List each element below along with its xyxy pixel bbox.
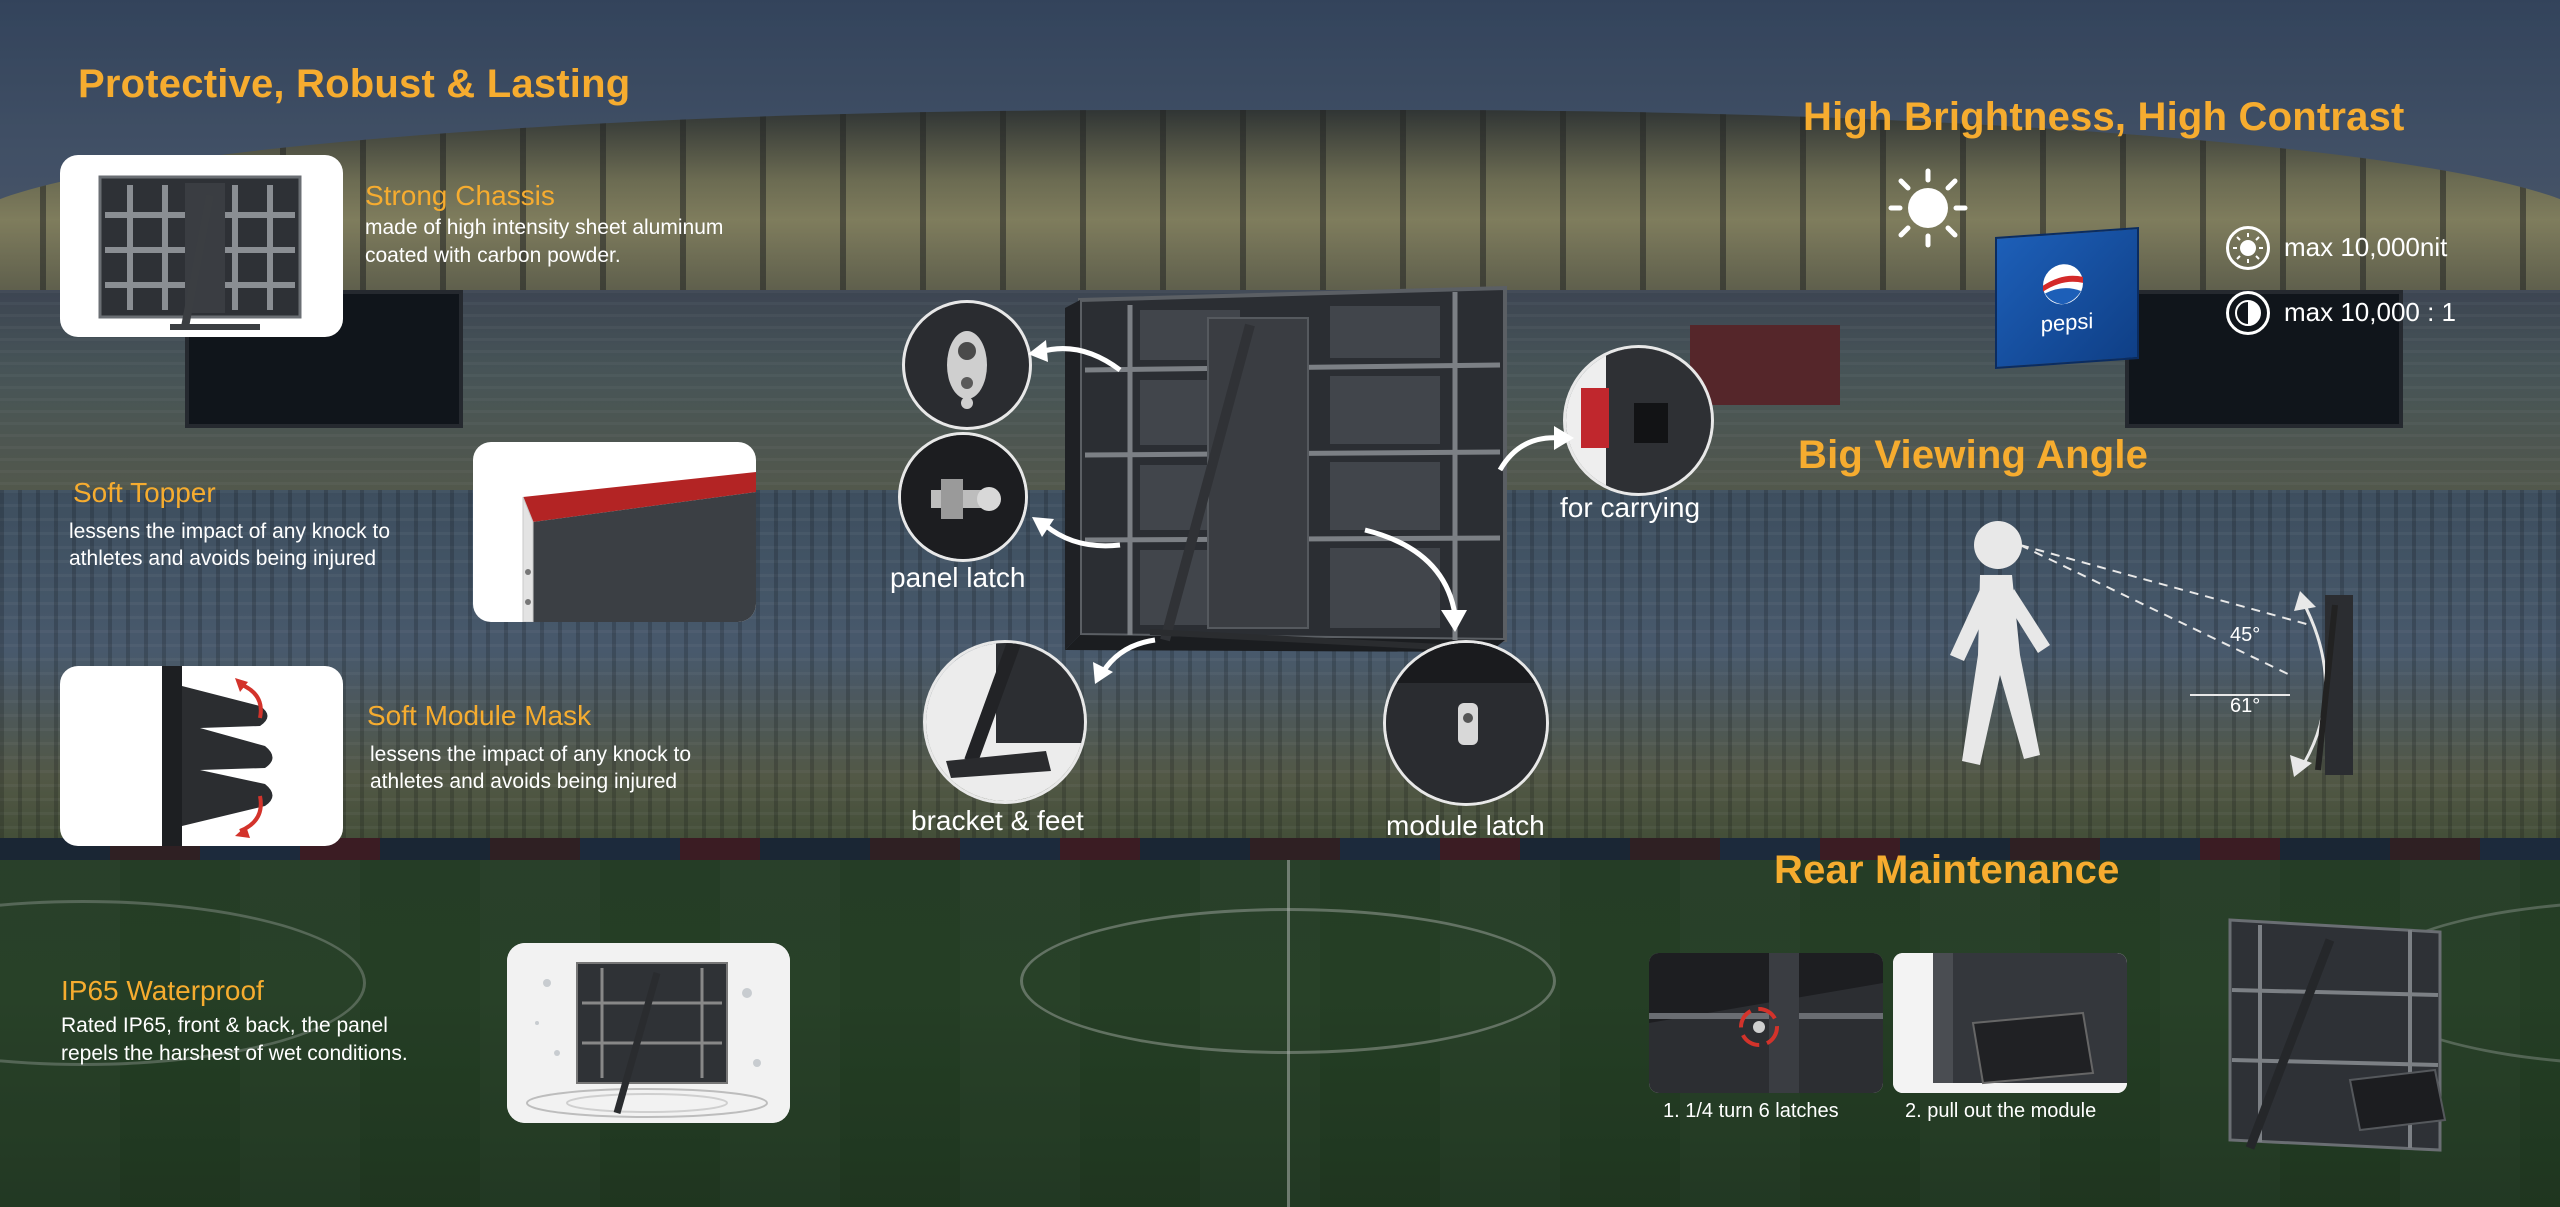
- strong-chassis-image: [60, 155, 343, 337]
- topper-edge-icon: [522, 472, 756, 622]
- strong-chassis-desc-line1: made of high intensity sheet aluminum: [365, 216, 724, 239]
- soft-topper-desc-line2: athletes and avoids being injured: [69, 547, 377, 570]
- carry-handle-detail: [1563, 345, 1714, 496]
- pepsi-logo-icon: [2043, 264, 2083, 305]
- viewing-angle-diagram: [1950, 521, 2353, 777]
- curved-arrow-icon: [1028, 340, 1122, 373]
- latch-top-detail: [902, 300, 1032, 430]
- module-latch-icon: [1386, 643, 1546, 803]
- cabinet-module-out-image: [2228, 918, 2447, 1152]
- for-carrying-label: for carrying: [1560, 492, 1701, 523]
- strong-chassis-title: Strong Chassis: [365, 180, 555, 211]
- soft-topper-desc-line1: lessens the impact of any knock to: [69, 520, 390, 543]
- brightness-icon: [2226, 226, 2270, 270]
- soft-module-mask-image: [60, 666, 343, 846]
- soft-module-mask-desc-line1: lessens the impact of any knock to: [370, 743, 691, 766]
- curved-arrow-icon: [1093, 637, 1156, 684]
- curved-arrow-icon: [1032, 517, 1121, 549]
- pepsi-billboard: pepsi: [1995, 226, 2139, 370]
- maintenance-step1-label: 1. 1/4 turn 6 latches: [1663, 1100, 1839, 1122]
- stadium-ad-sign: [1690, 325, 1840, 405]
- maintenance-step2-image: [1893, 953, 2127, 1093]
- bracket-feet-detail: [923, 640, 1087, 804]
- main-cabinet-rear-view: [1065, 285, 1507, 653]
- handle-icon: [1566, 348, 1711, 493]
- module-pull-icon: [1893, 953, 2127, 1093]
- strong-chassis-desc-line2: coated with carbon powder.: [365, 244, 621, 267]
- walking-person-icon: [1950, 521, 2050, 765]
- water-splash-icon: [507, 943, 790, 1123]
- heading-brightness: High Brightness, High Contrast: [1803, 95, 2405, 139]
- sun-icon: [1888, 168, 1968, 248]
- center-circle: [1020, 908, 1556, 1054]
- panel-latch-detail: [898, 432, 1028, 562]
- soft-topper-image: [473, 442, 756, 622]
- bracket-icon: [926, 643, 1084, 801]
- contrast-spec: max 10,000 : 1: [2284, 297, 2456, 327]
- soft-module-mask-desc-line2: athletes and avoids being injured: [370, 770, 678, 793]
- brightness-spec: max 10,000nit: [2284, 232, 2448, 262]
- led-cabinet-rear-icon: [98, 175, 302, 330]
- maintenance-step1-image: [1649, 953, 1883, 1093]
- bolt-icon: [901, 435, 1025, 559]
- heading-viewing-angle: Big Viewing Angle: [1798, 433, 2149, 477]
- ip65-desc-line2: repels the harshest of wet conditions.: [61, 1042, 408, 1065]
- curved-arrow-icon: [1497, 426, 1574, 472]
- bracket-feet-label: bracket & feet: [911, 805, 1084, 836]
- curved-arrow-icon: [1364, 527, 1467, 632]
- heading-rear-maintenance: Rear Maintenance: [1774, 848, 2120, 892]
- soft-topper-title: Soft Topper: [73, 477, 216, 508]
- latch-turn-icon: [1649, 953, 1883, 1093]
- lock-latch-icon: [905, 303, 1029, 427]
- module-mask-icon: [162, 666, 273, 846]
- maintenance-step2-label: 2. pull out the module: [1905, 1100, 2097, 1122]
- advertising-boards: [0, 838, 2560, 860]
- angle-label-61: 61°: [2230, 695, 2261, 717]
- ip65-desc-line1: Rated IP65, front & back, the panel: [61, 1014, 388, 1037]
- angle-label-45: 45°: [2230, 624, 2261, 646]
- module-latch-detail: [1383, 640, 1549, 806]
- heading-protective: Protective, Robust & Lasting: [78, 62, 631, 106]
- ip65-waterproof-image: [507, 943, 790, 1123]
- contrast-icon: [2226, 291, 2270, 335]
- panel-latch-label: panel latch: [890, 562, 1026, 593]
- module-latch-label: module latch: [1386, 810, 1545, 841]
- soft-module-mask-title: Soft Module Mask: [367, 700, 592, 731]
- ip65-title: IP65 Waterproof: [61, 975, 264, 1006]
